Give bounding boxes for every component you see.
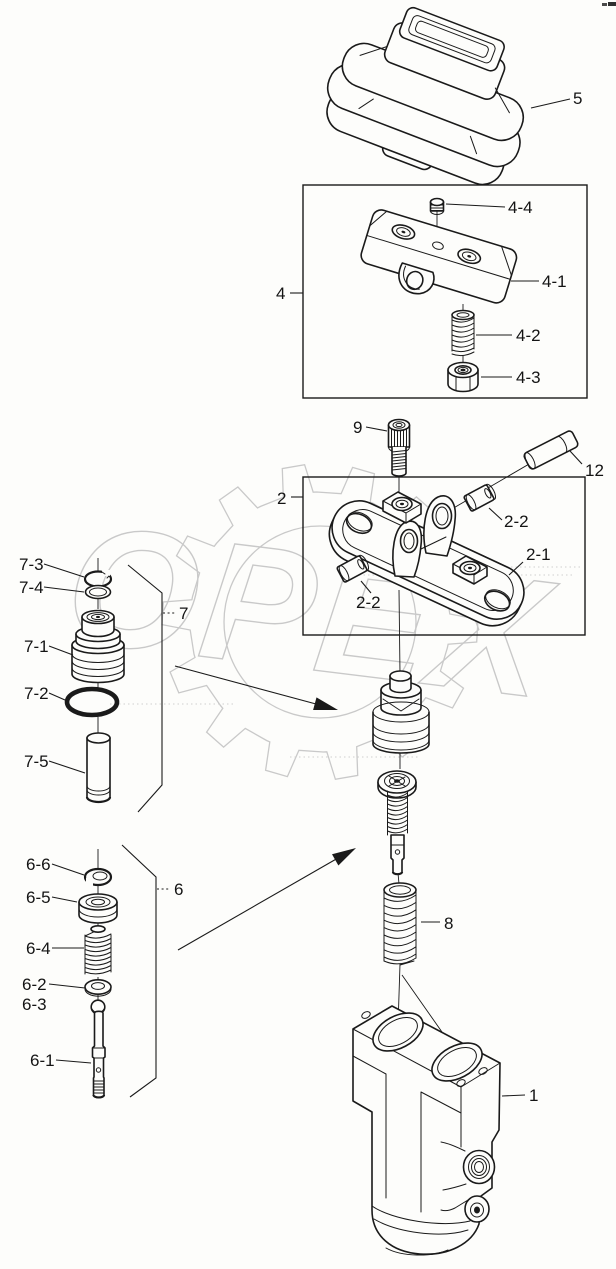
part-12-pin [523, 430, 579, 470]
assembly-arrow-lower [177, 848, 356, 951]
part-plunger [372, 670, 430, 754]
leader-7-5 [48, 760, 86, 774]
leader-7-1 [48, 645, 74, 656]
leader-6-2 [48, 983, 86, 989]
part-7-2-o-ring [64, 686, 120, 718]
label-part-8: 8 [444, 914, 453, 933]
callout-labels: 5 4 4-4 4-1 4-2 4-3 9 12 2 2-2 2-1 2-2 7… [19, 89, 604, 1105]
part-2-2-bushing-upper [463, 483, 497, 512]
part-6-5-spring-seat [78, 893, 118, 924]
label-group-6: 6 [174, 880, 183, 899]
label-part-6-1: 6-1 [30, 1051, 55, 1070]
label-part-4-2: 4-2 [516, 326, 541, 345]
corner-artifact [602, 2, 616, 6]
leader-2-1 [508, 561, 524, 576]
part-2-2-bushing-lower [336, 554, 370, 583]
part-4-1-pedal-block [360, 209, 518, 304]
group-6-bracket [121, 844, 157, 1098]
part-6-1-valve-rod [91, 1010, 106, 1099]
part-4-4-set-screw [429, 197, 445, 215]
label-part-6-3: 6-3 [22, 995, 47, 1014]
leader-2-2b [360, 580, 372, 594]
leader-7-4 [43, 586, 85, 593]
leader-4-4 [445, 203, 506, 208]
part-4-3-nut [447, 361, 479, 393]
part-7-5-pin [85, 732, 112, 804]
group-4-box [302, 184, 588, 399]
part-4-2-spring [451, 309, 475, 357]
label-group-7: 7 [179, 604, 188, 623]
leader-9 [365, 426, 388, 432]
label-part-9: 9 [353, 418, 362, 437]
label-part-4-3: 4-3 [516, 368, 541, 387]
leader-2-2a [488, 507, 503, 521]
leader-6-6 [51, 863, 85, 876]
label-part-2-2-lower: 2-2 [356, 593, 381, 612]
label-part-7-4: 7-4 [19, 578, 44, 597]
part-1-valve-body [352, 1005, 501, 1256]
label-group-4: 4 [276, 284, 285, 303]
leader-lines [43, 98, 583, 1097]
group-2-box [302, 476, 586, 636]
label-part-4-4: 4-4 [508, 198, 533, 217]
label-part-6-4: 6-4 [26, 939, 51, 958]
part-7-4-ring [84, 584, 112, 600]
part-6-6-retainer [83, 867, 113, 887]
label-part-1: 1 [529, 1086, 538, 1105]
label-part-12: 12 [585, 461, 604, 480]
side-port-threaded [440, 1141, 496, 1191]
part-5-boot [326, 6, 525, 186]
lower-port [440, 1195, 490, 1223]
part-spool-screw [377, 770, 417, 876]
label-part-2-1: 2-1 [526, 545, 551, 564]
label-part-6-5: 6-5 [26, 888, 51, 907]
label-part-7-2: 7-2 [24, 684, 49, 703]
leader-5 [530, 98, 571, 109]
part-8-spring [383, 882, 417, 966]
label-part-7-1: 7-1 [24, 637, 49, 656]
leader-6-1 [55, 1059, 92, 1064]
label-part-6-2: 6-2 [22, 975, 47, 994]
group-7-bracket [127, 564, 163, 813]
leader-1 [501, 1094, 526, 1097]
label-part-6-6: 6-6 [26, 855, 51, 874]
leader-7-2 [48, 692, 66, 701]
part-6-2-washer [84, 978, 112, 997]
gear-watermark-inner-circle [223, 525, 417, 719]
label-part-2-2-upper: 2-2 [504, 512, 529, 531]
leader-12 [569, 450, 583, 465]
assembly-arrow-upper [174, 665, 338, 710]
label-part-5: 5 [573, 89, 582, 108]
label-part-7-5: 7-5 [24, 752, 49, 771]
leader-7-3 [43, 563, 85, 578]
label-group-2: 2 [277, 489, 286, 508]
label-part-7-3: 7-3 [19, 555, 44, 574]
label-part-4-1: 4-1 [542, 272, 567, 291]
part-9-bolt [387, 418, 411, 477]
part-7-1-seat-assembly [71, 609, 125, 684]
part-2-1-bracket-plate [328, 491, 525, 627]
leader-6-5 [51, 896, 78, 903]
part-6-4-spring [84, 924, 112, 975]
